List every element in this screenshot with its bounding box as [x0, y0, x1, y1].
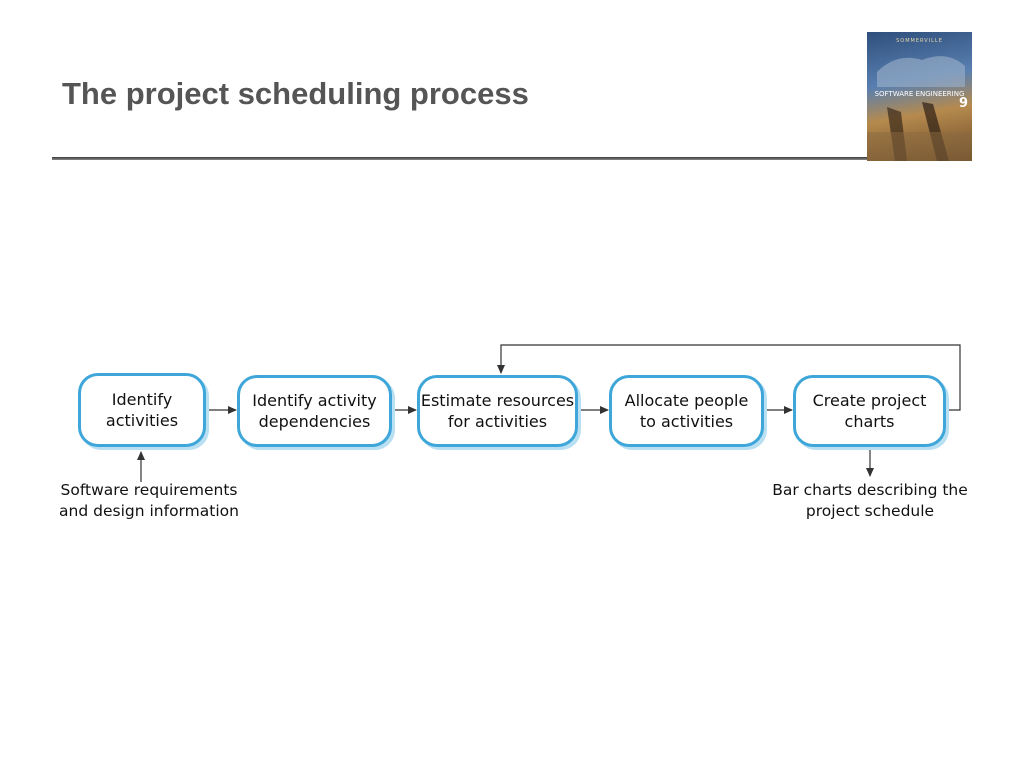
cover-title: SOFTWARE ENGINEERING: [874, 90, 965, 98]
output-note: Bar charts describing the project schedu…: [772, 481, 968, 520]
input-note: Software requirements and design informa…: [59, 481, 239, 520]
title-divider: [52, 157, 870, 160]
step-allocate-people: Allocate people to activities: [609, 375, 764, 447]
cover-artwork: [867, 56, 972, 161]
book-cover-image: SOMMERVILLE SOFTWARE ENGINEERING 9: [867, 32, 972, 161]
cover-author: SOMMERVILLE: [896, 38, 943, 44]
step-estimate-resources: Estimate resources for activities: [417, 375, 578, 447]
slide-title: The project scheduling process: [62, 76, 529, 111]
feedback-arrow: [497, 344, 961, 411]
step-identify-activities: Identify activities: [78, 373, 206, 447]
step-create-charts: Create project charts: [793, 375, 946, 447]
step-identify-dependencies: Identify activity dependencies: [237, 375, 392, 447]
cover-edition: 9: [958, 96, 968, 111]
flow-arrows: [137, 344, 961, 482]
